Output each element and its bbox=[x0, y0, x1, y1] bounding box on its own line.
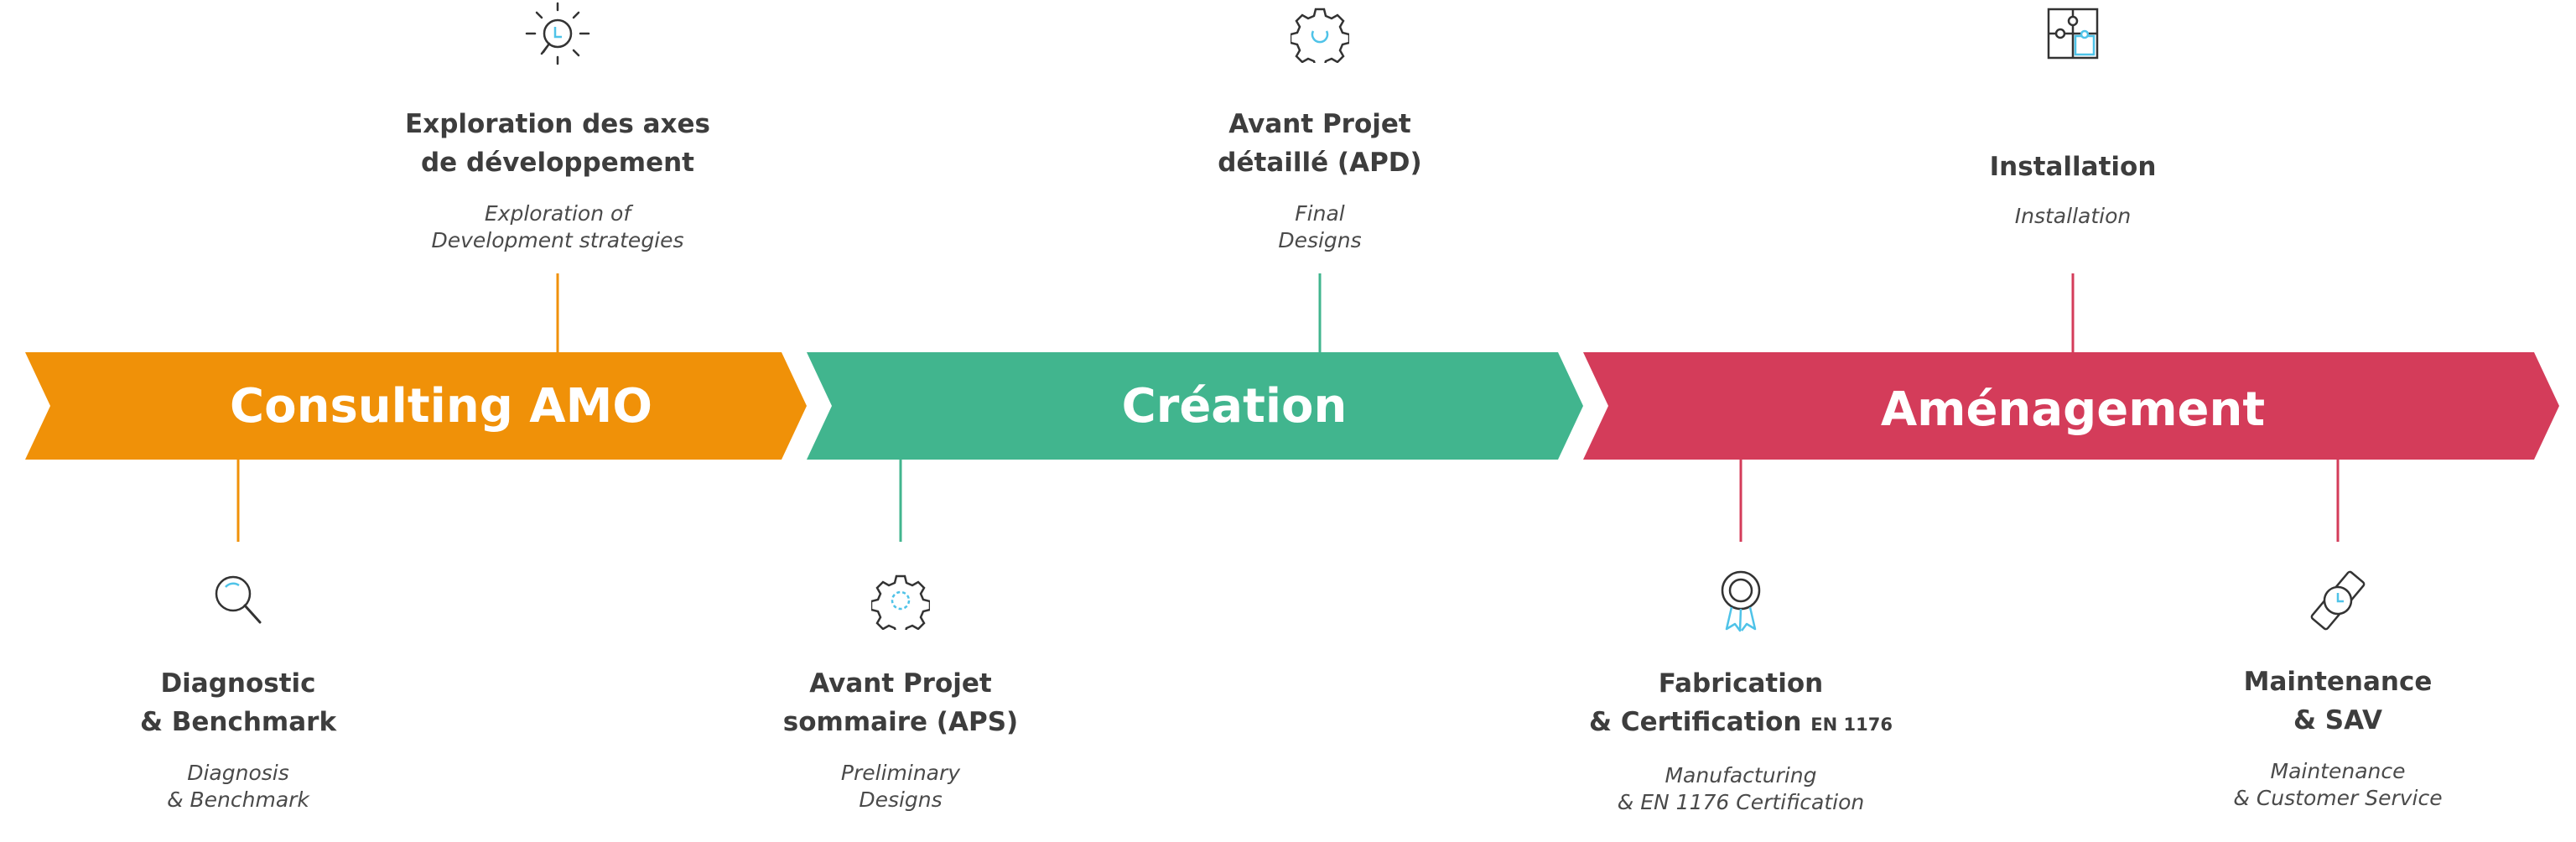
step-subtitle: Exploration of Development strategies bbox=[405, 200, 710, 254]
title-line: Avant Projet bbox=[809, 668, 992, 699]
step-exploration: Exploration des axes de développement Ex… bbox=[405, 105, 710, 254]
step-title: Diagnostic & Benchmark bbox=[140, 664, 336, 741]
title-line: de développement bbox=[420, 148, 694, 178]
step-apd: Avant Projet détaillé (APD) Final Design… bbox=[1218, 105, 1421, 254]
subtitle-line: & Customer Service bbox=[2233, 786, 2443, 810]
title-line: Installation bbox=[1989, 152, 2157, 182]
phase-label-consulting: Consulting AMO bbox=[230, 379, 652, 434]
subtitle-line: & Benchmark bbox=[167, 787, 309, 812]
step-title: Avant Projet sommaire (APS) bbox=[783, 664, 1018, 741]
step-title: Maintenance & SAV bbox=[2233, 663, 2442, 740]
step-aps: Avant Projet sommaire (APS) Preliminary … bbox=[783, 664, 1018, 813]
step-subtitle: Final Designs bbox=[1218, 200, 1421, 254]
step-fabrication: Fabrication & Certification EN 1176 Manu… bbox=[1589, 664, 1893, 816]
lightbulb-icon bbox=[525, 2, 590, 65]
subtitle-line: Final bbox=[1295, 201, 1345, 226]
title-line: Exploration des axes bbox=[405, 109, 710, 139]
phase-label-amenagement: Aménagement bbox=[1880, 382, 2266, 437]
subtitle-line: Designs bbox=[1278, 228, 1362, 252]
title-line: & Certification EN 1176 bbox=[1589, 703, 1893, 744]
step-subtitle: Diagnosis & Benchmark bbox=[140, 760, 336, 813]
title-line: & Benchmark bbox=[139, 707, 337, 737]
standard-code: EN 1176 bbox=[1810, 715, 1893, 735]
step-diagnostic: Diagnostic & Benchmark Diagnosis & Bench… bbox=[140, 664, 336, 813]
subtitle-line: Diagnosis bbox=[187, 761, 289, 785]
puzzle-icon bbox=[2047, 8, 2099, 60]
gear-icon bbox=[871, 574, 930, 630]
step-subtitle: Manufacturing & EN 1176 Certification bbox=[1589, 762, 1893, 816]
title-line: Maintenance bbox=[2243, 667, 2433, 697]
subtitle-line: Preliminary bbox=[840, 761, 961, 785]
title-line: sommaire (APS) bbox=[782, 707, 1019, 737]
title-line: Avant Projet bbox=[1228, 109, 1411, 139]
watch-icon bbox=[2310, 570, 2366, 631]
phase-arrow-consulting bbox=[25, 352, 807, 460]
subtitle-line: Designs bbox=[859, 787, 943, 812]
step-subtitle: Maintenance & Customer Service bbox=[2233, 758, 2442, 812]
award-ribbon-icon bbox=[1721, 570, 1761, 632]
title-line: Fabrication bbox=[1658, 668, 1824, 699]
step-title: Exploration des axes de développement bbox=[405, 105, 710, 182]
step-title: Fabrication & Certification EN 1176 bbox=[1589, 664, 1893, 744]
title-line: & SAV bbox=[2293, 705, 2383, 735]
subtitle-line: & EN 1176 Certification bbox=[1617, 790, 1865, 814]
phase-label-creation: Création bbox=[1121, 379, 1348, 434]
magnifier-icon bbox=[215, 575, 262, 624]
title-line: détaillé (APD) bbox=[1218, 148, 1422, 178]
step-subtitle: Preliminary Designs bbox=[783, 760, 1018, 813]
step-maintenance: Maintenance & SAV Maintenance & Customer… bbox=[2233, 663, 2442, 812]
title-line: Diagnostic bbox=[160, 668, 316, 699]
step-title: Installation bbox=[1990, 148, 2157, 186]
subtitle-line: Maintenance bbox=[2270, 759, 2406, 783]
gear-icon bbox=[1291, 8, 1349, 63]
step-subtitle: Installation bbox=[1990, 203, 2157, 230]
step-installation: Installation Installation bbox=[1990, 148, 2157, 230]
phase-arrow-amenagement bbox=[1583, 352, 2559, 460]
subtitle-line: Exploration of bbox=[484, 201, 631, 226]
subtitle-line: Development strategies bbox=[431, 228, 684, 252]
title-text: & Certification bbox=[1589, 707, 1802, 737]
subtitle-line: Installation bbox=[2014, 204, 2132, 228]
step-title: Avant Projet détaillé (APD) bbox=[1218, 105, 1421, 182]
subtitle-line: Manufacturing bbox=[1665, 763, 1817, 787]
phase-arrow-creation bbox=[807, 352, 1583, 460]
